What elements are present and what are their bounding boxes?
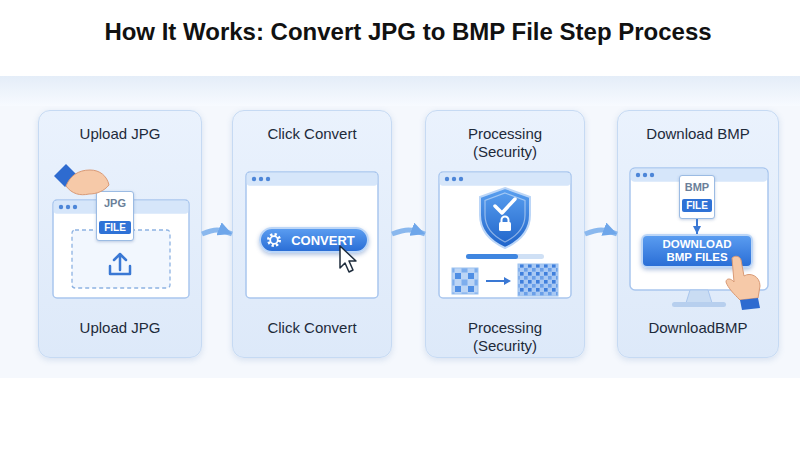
content-band xyxy=(0,106,800,378)
step-heading: Download BMP xyxy=(618,125,778,143)
flow-arrow xyxy=(392,230,425,234)
file-icon: BMP FILE xyxy=(679,175,715,219)
step-caption: Upload JPG xyxy=(39,319,201,337)
step-heading: Upload JPG xyxy=(39,125,201,143)
file-label: FILE xyxy=(682,199,712,212)
button-label: CONVERT xyxy=(273,233,355,248)
step-panel: Click ConvertClick ConvertCONVERT xyxy=(232,110,392,358)
download-button: DOWNLOAD BMP FILES xyxy=(641,234,753,268)
file-icon: JPG FILE xyxy=(96,191,134,241)
file-type: JPG xyxy=(97,197,133,209)
step-heading: Processing (Security) xyxy=(426,125,584,161)
title-text: How It Works: Convert JPG to BMP File St… xyxy=(0,14,800,50)
button-label: DOWNLOAD BMP FILES xyxy=(643,238,751,264)
step-caption: Click Convert xyxy=(233,319,391,337)
flow-arrow xyxy=(202,230,232,234)
step-panel: Processing (Security) Processing (Securit… xyxy=(425,110,585,358)
file-label: FILE xyxy=(99,221,131,234)
step-heading: Click Convert xyxy=(233,125,391,143)
header-band xyxy=(0,76,800,106)
step-caption: Processing (Security) xyxy=(426,319,584,355)
convert-button: CONVERT xyxy=(259,227,369,253)
flow-arrow xyxy=(585,230,617,234)
step-caption: DownloadBMP xyxy=(618,319,778,337)
step-panel: Download BMP DownloadBMP BMP FILE DOWNLOAD B… xyxy=(617,110,779,358)
file-type: BMP xyxy=(680,181,714,193)
step-panel: Upload JPG Upload JPG JPG FILE xyxy=(38,110,202,358)
